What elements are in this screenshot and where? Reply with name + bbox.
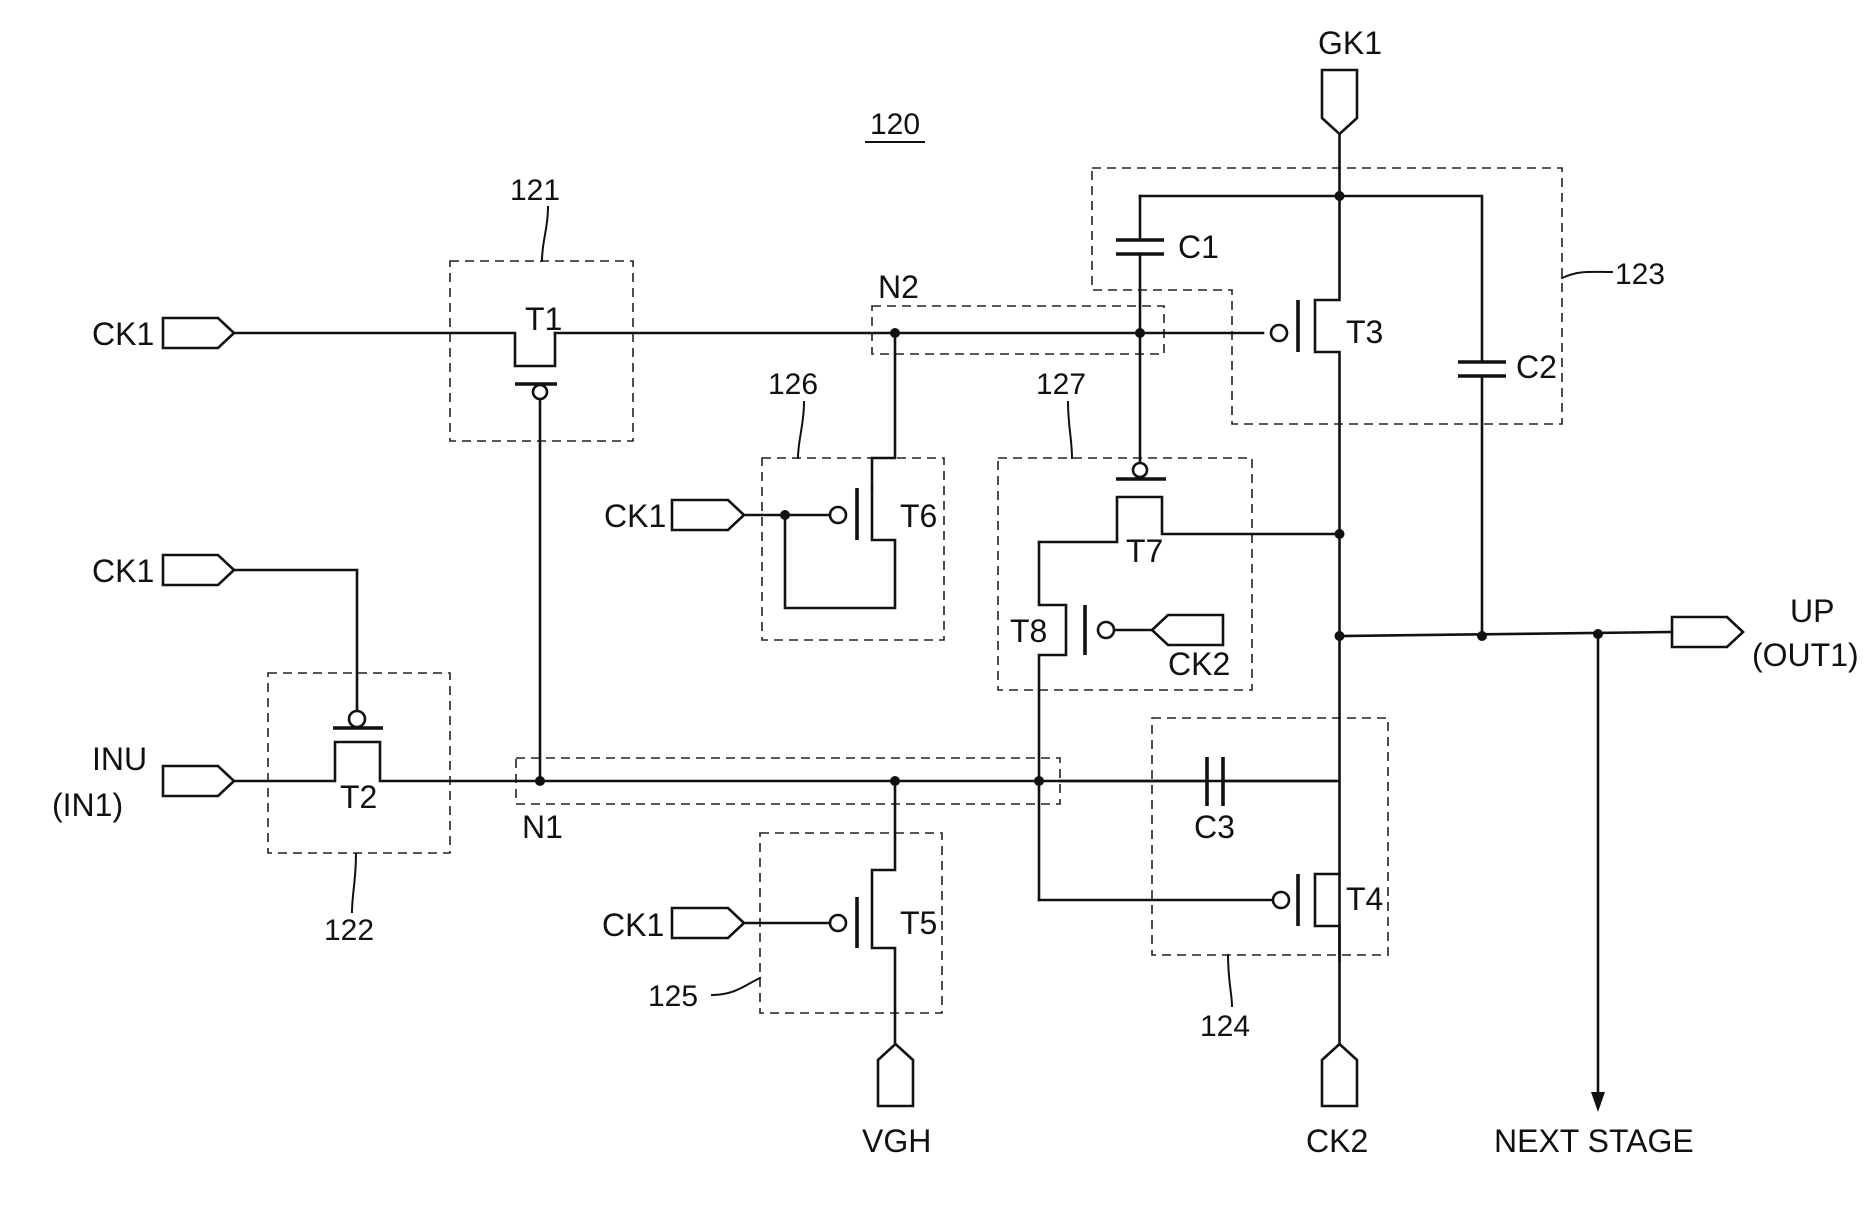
t4-gate-bubble (1273, 892, 1289, 908)
ck1-label-1: CK1 (92, 316, 154, 352)
vgh-input-pin (878, 1044, 913, 1106)
t8-gate-bubble (1098, 622, 1114, 638)
in1-label: (IN1) (52, 787, 123, 823)
block-125-label: 125 (648, 980, 698, 1013)
t1-label: T1 (525, 301, 562, 337)
ck1-input-pin-4 (672, 908, 744, 938)
block-127-label: 127 (1036, 368, 1086, 401)
ck2-input-pin-top (1152, 615, 1223, 645)
gk1-label: GK1 (1318, 25, 1382, 61)
ck1-input-pin-1 (163, 318, 234, 348)
wire-ck1-t2-gate (234, 570, 357, 712)
block-123 (1092, 168, 1562, 424)
block-126 (762, 458, 944, 640)
leader-127 (1068, 402, 1072, 458)
block-122-label: 122 (324, 914, 374, 947)
wire-gk1-t3-output (1315, 134, 1340, 960)
t7-gate-bubble (1133, 463, 1147, 477)
t3-gate-bubble (1271, 325, 1287, 341)
t5-gate-bubble (830, 915, 846, 931)
inu-input-pin (163, 766, 234, 796)
junction-t7-output (1335, 529, 1345, 539)
t1-gate-bubble (533, 385, 547, 399)
leader-122 (352, 854, 356, 912)
node-n2-label: N2 (878, 269, 919, 305)
ck1-label-3: CK1 (604, 498, 666, 534)
ck1-label-4: CK1 (602, 907, 664, 943)
next-stage-arrow-icon (1591, 1092, 1605, 1112)
wire-ck1-t1 (234, 333, 555, 366)
wire-n1-t5-vgh (872, 781, 895, 1044)
wire-t7-t8-t4 (1039, 542, 1066, 900)
t6-gate-bubble (830, 507, 846, 523)
junction-next-stage (1593, 629, 1603, 639)
junction-n1-t5 (890, 776, 900, 786)
junction-n1-t1 (535, 776, 545, 786)
junction-n1-t8 (1034, 776, 1044, 786)
junction-t6-gate (780, 510, 790, 520)
t2-label: T2 (340, 779, 377, 815)
leader-121 (542, 207, 548, 261)
gk1-input-pin (1322, 70, 1357, 134)
junction-c2-output (1477, 631, 1487, 641)
wire-gk1-c2-top (1140, 196, 1482, 362)
t3-label: T3 (1346, 314, 1383, 350)
leader-124 (1228, 955, 1232, 1006)
ck2-label-top: CK2 (1168, 646, 1230, 682)
wire-output-up (1340, 632, 1673, 636)
t2-gate-bubble (349, 711, 365, 727)
wire-inu-t2-n1 (234, 742, 1335, 781)
block-121 (450, 261, 633, 441)
leader-125 (712, 978, 760, 995)
ck2-input-pin-bottom (1322, 1044, 1357, 1106)
node-n1-label: N1 (522, 809, 563, 845)
wire-t7 (1039, 497, 1339, 542)
ck1-input-pin-2 (163, 555, 234, 585)
block-122 (268, 673, 450, 853)
ck1-input-pin-3 (672, 500, 744, 530)
wire-n2-t6 (872, 333, 895, 488)
vgh-label: VGH (862, 1123, 931, 1159)
junction-n2-t6 (890, 328, 900, 338)
next-stage-label: NEXT STAGE (1494, 1123, 1694, 1159)
t8-label: T8 (1010, 613, 1047, 649)
t5-label: T5 (900, 905, 937, 941)
out1-label: (OUT1) (1752, 637, 1859, 673)
junction-n2-c1 (1135, 328, 1145, 338)
inu-label: INU (92, 741, 147, 777)
up-output-pin (1672, 617, 1743, 647)
leader-126 (798, 402, 804, 458)
t7-label: T7 (1126, 533, 1163, 569)
t6-label: T6 (900, 498, 937, 534)
block-121-label: 121 (510, 174, 560, 207)
c3-label: C3 (1194, 809, 1235, 845)
c2-label: C2 (1516, 349, 1557, 385)
leader-123 (1562, 272, 1612, 278)
ck2-label-bottom: CK2 (1306, 1123, 1368, 1159)
junction-output (1335, 631, 1345, 641)
junction-gk1 (1335, 191, 1345, 201)
t4-label: T4 (1346, 881, 1383, 917)
up-label: UP (1790, 593, 1834, 629)
block-123-label: 123 (1615, 258, 1665, 291)
node-n2-box (872, 306, 1164, 354)
block-124 (1152, 718, 1388, 955)
c1-label: C1 (1178, 229, 1219, 265)
block-124-label: 124 (1200, 1010, 1250, 1043)
block-126-label: 126 (768, 368, 818, 401)
ck1-label-2: CK1 (92, 553, 154, 589)
wire-t4-ck2 (1315, 874, 1340, 1044)
figure-ref-label: 120 (870, 108, 920, 141)
